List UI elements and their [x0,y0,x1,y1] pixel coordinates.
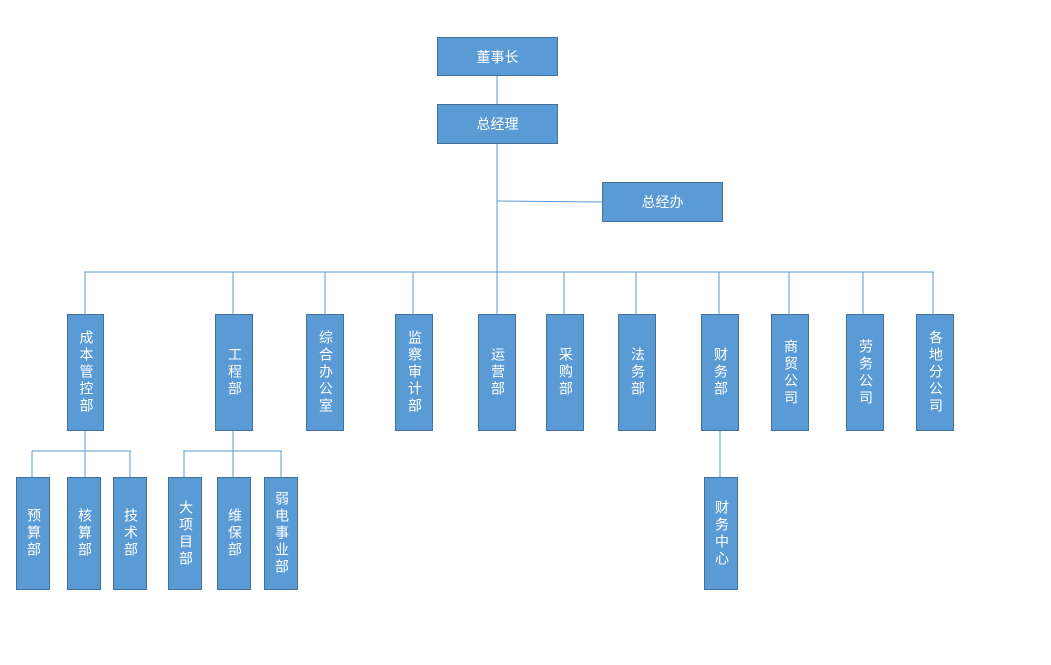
node-trade-company: 商贸公司 [771,314,809,431]
node-low-voltage: 弱电事业部 [264,477,298,590]
node-finance-center: 财务中心 [704,477,738,590]
node-budget: 预算部 [16,477,50,590]
node-legal: 法务部 [618,314,656,431]
node-operations: 运营部 [478,314,516,431]
node-cost-control: 成本管控部 [67,314,104,431]
node-admin-office: 综合办公室 [306,314,344,431]
node-procurement: 采购部 [546,314,584,431]
node-labor-company: 劳务公司 [846,314,884,431]
node-maintenance: 维保部 [217,477,251,590]
node-accounting: 核算部 [67,477,101,590]
node-technical: 技术部 [113,477,147,590]
node-engineering: 工程部 [215,314,253,431]
line-gm-office-branch [496,200,603,203]
node-audit: 监察审计部 [395,314,433,431]
node-branch-companies: 各地分公司 [916,314,954,431]
node-major-projects: 大项目部 [168,477,202,590]
node-finance: 财务部 [701,314,739,431]
node-general-manager: 总经理 [437,104,558,144]
node-chairman: 董事长 [437,37,558,76]
node-gm-office: 总经办 [602,182,723,222]
